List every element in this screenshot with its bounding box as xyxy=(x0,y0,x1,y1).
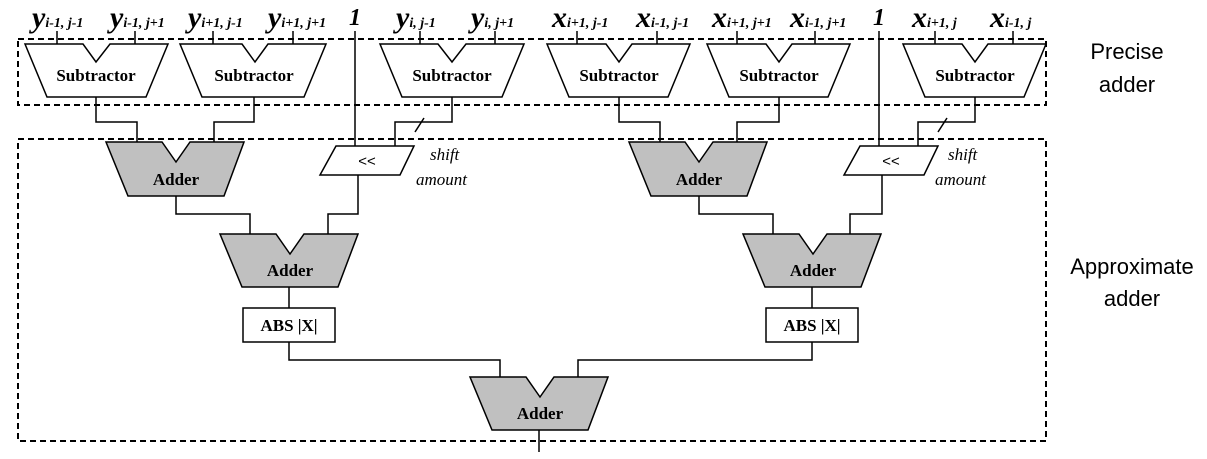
constant-one-label: 1 xyxy=(349,5,361,31)
constant-one-label: 1 xyxy=(873,5,885,31)
input-label: yi, j+1 xyxy=(468,1,514,34)
precise-adder-label: Precise xyxy=(1090,39,1163,64)
shift-block xyxy=(842,145,940,176)
shift-amount-label: shift xyxy=(430,145,461,164)
subtractor-label: Subtractor xyxy=(214,66,294,85)
abs-label: ABS |X| xyxy=(260,316,317,335)
input-label: xi-1, j+1 xyxy=(789,1,846,34)
subtractor-label: Subtractor xyxy=(935,66,1015,85)
input-label: xi+1, j+1 xyxy=(711,1,772,34)
adder-block xyxy=(741,233,883,288)
input-label: xi-1, j xyxy=(989,1,1032,34)
precise-adder-label: adder xyxy=(1099,72,1155,97)
approximate-adder-label: Approximate xyxy=(1070,254,1194,279)
shift-block xyxy=(318,145,416,176)
abs-block xyxy=(242,307,336,343)
shift-amount-label: shift xyxy=(948,145,979,164)
subtractor-label: Subtractor xyxy=(56,66,136,85)
shift-label: << xyxy=(358,153,376,170)
subtractor-block xyxy=(378,43,526,98)
adder-label: Adder xyxy=(517,404,564,423)
adder-block xyxy=(627,141,769,197)
input-label: yi+1, j+1 xyxy=(265,1,326,34)
input-label: yi-1, j-1 xyxy=(29,1,83,34)
approximate-adder-label: adder xyxy=(1104,286,1160,311)
adder-label: Adder xyxy=(790,261,837,280)
subtractor-block xyxy=(705,43,852,98)
input-label: xi-1, j-1 xyxy=(635,1,689,34)
adder-label: Adder xyxy=(676,170,723,189)
input-wires xyxy=(56,31,1014,146)
subtractor-label: Subtractor xyxy=(739,66,819,85)
adder-block xyxy=(468,376,610,431)
adder-label: Adder xyxy=(267,261,314,280)
input-label: xi+1, j-1 xyxy=(551,1,608,34)
input-label: yi-1, j+1 xyxy=(107,1,165,34)
shift-amount-label: amount xyxy=(935,170,987,189)
abs-label: ABS |X| xyxy=(783,316,840,335)
internal-wires xyxy=(95,97,976,452)
input-label: xi+1, j xyxy=(911,1,957,34)
subtractor-block xyxy=(178,43,328,98)
subtractor-block xyxy=(545,43,692,98)
adder-label: Adder xyxy=(153,170,200,189)
subtractor-label: Subtractor xyxy=(579,66,659,85)
subtractor-block xyxy=(901,43,1048,98)
shift-label: << xyxy=(882,153,900,170)
shift-amount-label: amount xyxy=(416,170,468,189)
precise-adder-region xyxy=(17,38,1047,106)
approximate-adder-region xyxy=(17,138,1047,442)
subtractor-block xyxy=(23,43,170,98)
adder-block xyxy=(218,233,360,288)
adder-block xyxy=(104,141,246,197)
abs-block xyxy=(765,307,859,343)
input-label: yi, j-1 xyxy=(393,1,436,34)
subtractor-label: Subtractor xyxy=(412,66,492,85)
input-label: yi+1, j-1 xyxy=(185,1,243,34)
